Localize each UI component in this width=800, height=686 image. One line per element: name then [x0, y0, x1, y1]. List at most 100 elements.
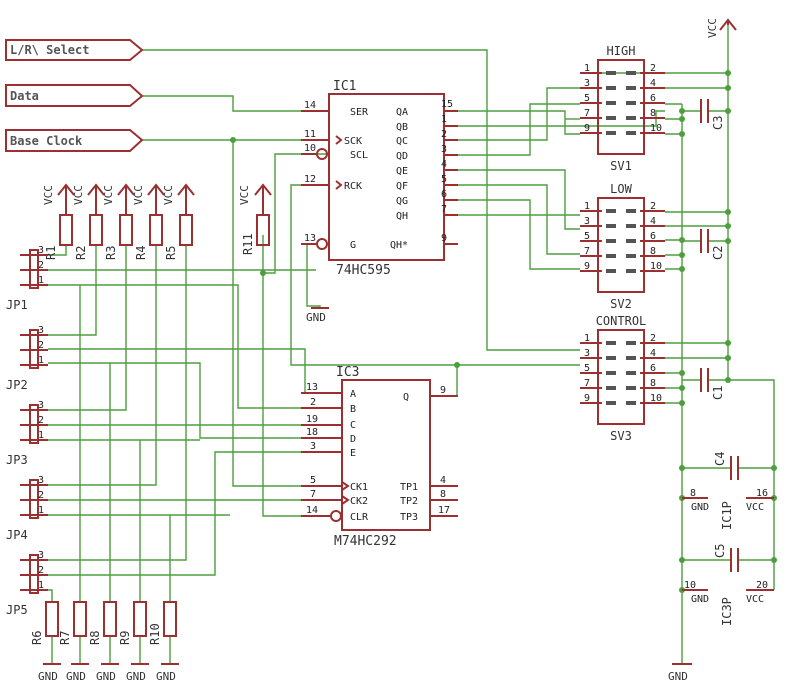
ic1-pin-num: 3	[441, 144, 447, 155]
ic3-pin-name: TP2	[400, 496, 418, 507]
connector-pin-num: 7	[584, 378, 590, 389]
power-pin-num: 8	[690, 488, 696, 499]
vcc-arrow	[87, 183, 105, 215]
resistor-body	[59, 214, 73, 246]
resistor-body	[73, 601, 87, 637]
ic3-pin-name: A	[350, 389, 356, 400]
power-part-ic3p: 10 GND 20 VCC IC3P	[682, 580, 774, 626]
power-pin-vcc: VCC	[746, 502, 764, 513]
port-label: Data	[10, 89, 39, 103]
connector-hole	[626, 371, 636, 375]
gnd-label: GND	[156, 670, 176, 683]
resistor-label: R7	[58, 631, 72, 645]
ic3-pin-name: CK1	[350, 482, 368, 493]
jumper-pin-num: 1	[38, 580, 44, 591]
ic3-pin-name: B	[350, 404, 356, 415]
connector-pin-num: 10	[650, 123, 662, 134]
ic3-pin-num: 3	[310, 441, 316, 452]
gnd-label: GND	[668, 670, 688, 683]
ic3-pin-name: CK2	[350, 496, 368, 507]
resistor-body	[103, 601, 117, 637]
connector-pin-num: 4	[650, 78, 656, 89]
port-label: Base Clock	[10, 134, 83, 148]
ic3-part: M74HC292	[334, 534, 397, 549]
ic1-pin-num: 15	[441, 99, 453, 110]
ic1-pin-num: 11	[304, 129, 316, 140]
jumper-pin-num: 3	[38, 475, 44, 486]
cap-label: C4	[713, 452, 727, 466]
power-pin-num: 16	[756, 488, 768, 499]
resistor-label: R5	[164, 246, 178, 260]
jumper-pin-num: 1	[38, 275, 44, 286]
jumper-pin-num: 1	[38, 430, 44, 441]
power-part-ic1p: 8 GND 16 VCC IC1P	[682, 488, 774, 530]
jumper-pin-num: 2	[38, 260, 44, 271]
jumper-label: JP2	[6, 378, 28, 392]
connector-pin-num: 8	[650, 246, 656, 257]
jumper-label: JP1	[6, 298, 28, 312]
port-data: Data	[5, 84, 144, 107]
connector-body	[597, 329, 645, 425]
vcc-arrow	[57, 183, 75, 215]
ic1-pin-num: 14	[304, 100, 316, 111]
connector-name: SV3	[610, 429, 632, 443]
jumper-pin-num: 2	[38, 340, 44, 351]
connector-hole	[606, 341, 616, 345]
resistor-label: R1	[44, 246, 58, 260]
resistor-label: R9	[118, 631, 132, 645]
gnd-symbols: GND GND	[306, 307, 692, 683]
power-pin-vcc: VCC	[746, 594, 764, 605]
resistor-body	[163, 601, 177, 637]
ic3-pin-num: 4	[440, 475, 446, 486]
ic1-pin-num: 2	[441, 129, 447, 140]
vcc-arrow	[177, 183, 195, 215]
connector-pin-num: 9	[584, 123, 590, 134]
connector-pin-num: 10	[650, 261, 662, 272]
jumper-label: JP3	[6, 453, 28, 467]
resistor-label: R4	[134, 246, 148, 260]
vcc-arrow	[147, 183, 165, 215]
connector-pin-num: 2	[650, 63, 656, 74]
ic3-m74hc292: IC3 M74HC292 13 A 2 B 19 C 18 D 3 E 5 CK…	[301, 365, 458, 549]
jumper-pin-num: 3	[38, 550, 44, 561]
power-pin-gnd: GND	[691, 502, 709, 513]
connector-pin-num: 7	[584, 108, 590, 119]
jumper-pin-num: 3	[38, 325, 44, 336]
connector-hole	[626, 116, 636, 120]
connector-pin-num: 10	[650, 393, 662, 404]
ic3-pin-num: 9	[440, 385, 446, 396]
gnd-label: GND	[38, 670, 58, 683]
wires	[48, 25, 775, 664]
connector-hole	[606, 386, 616, 390]
ic1-pin-num: 10	[304, 143, 316, 154]
connector-hole	[606, 269, 616, 273]
connector-pin-num: 8	[650, 108, 656, 119]
connector-title: CONTROL	[596, 314, 647, 328]
power-pin-num: 20	[756, 580, 768, 591]
ic3-pin-name: D	[350, 434, 356, 445]
resistors: VCCR1VCCR2VCCR3VCCR4VCCR5R6GNDR7GNDR8GND…	[30, 183, 195, 683]
connector-hole	[606, 371, 616, 375]
ic1-pin-name: SER	[350, 107, 369, 118]
ic1-pin-name: QD	[396, 151, 408, 162]
connector-hole	[606, 254, 616, 258]
connector-hole	[626, 254, 636, 258]
cap-label: C3	[711, 116, 725, 130]
connector-pin-num: 6	[650, 363, 656, 374]
power-part-name: IC1P	[720, 501, 734, 530]
connector-hole	[606, 209, 616, 213]
ic1-pin-num: 4	[441, 159, 447, 170]
resistor-label: R6	[30, 631, 44, 645]
vcc-symbols: VCC VCC	[238, 18, 737, 215]
gnd-label: GND	[126, 670, 146, 683]
gnd-label: GND	[306, 311, 326, 324]
